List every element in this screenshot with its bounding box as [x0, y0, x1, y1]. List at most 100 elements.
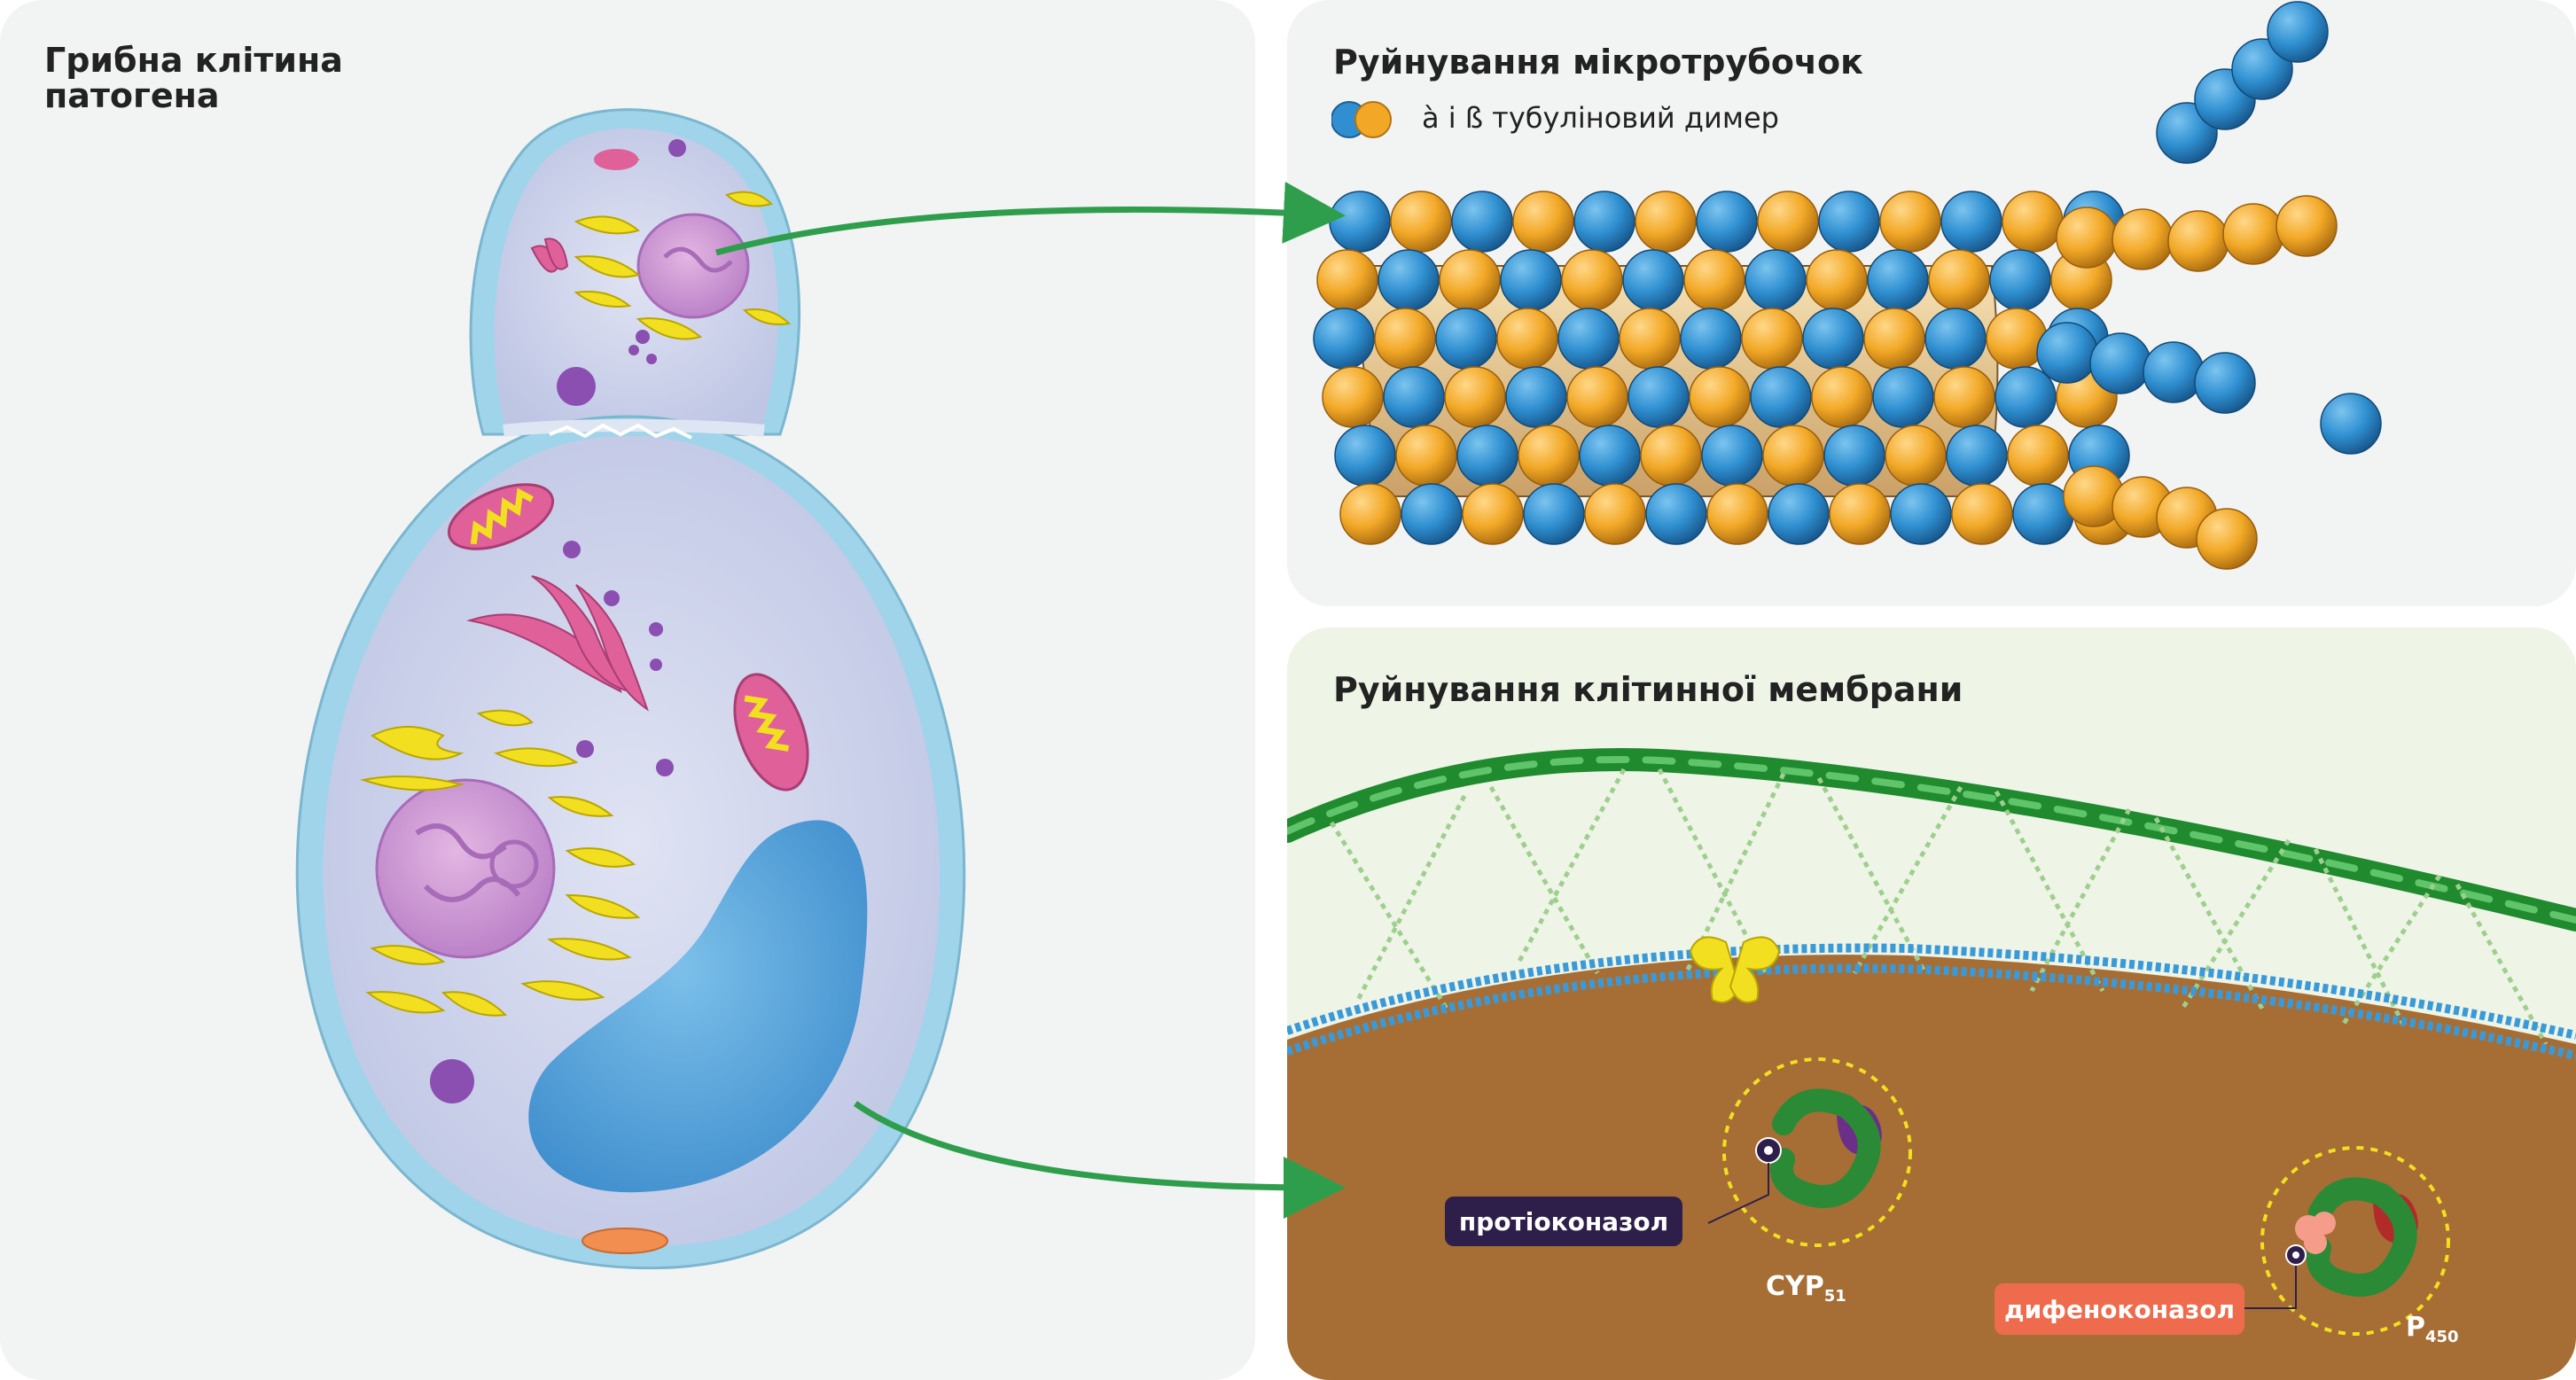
membrane-channel	[1689, 936, 1741, 1003]
alpha-tubulin	[1579, 425, 1641, 487]
p450-subscript: 450	[2425, 1328, 2459, 1346]
p450-name: P	[2406, 1312, 2425, 1343]
cytosol	[1287, 955, 2576, 1380]
alpha-tubulin	[1768, 483, 1830, 545]
fungal-cell-title: Грибна клітина патогена	[44, 43, 343, 113]
alpha-tubulin	[1989, 249, 2051, 311]
beta-tubulin	[1806, 249, 1868, 311]
beta-tubulin	[1390, 191, 1452, 253]
beta-tubulin	[1928, 249, 1990, 311]
beta-tubulin	[1863, 308, 1925, 370]
beta-tubulin	[1518, 425, 1580, 487]
beta-tubulin	[1439, 249, 1501, 311]
p450-enzyme	[2244, 1146, 2450, 1336]
alpha-tubulin	[1451, 191, 1513, 253]
alpha-tubulin	[2089, 332, 2151, 394]
depolymerizing-protofilaments	[2036, 1, 2382, 570]
beta-tubulin	[1496, 308, 1558, 370]
glucan-strands	[1329, 768, 2549, 1046]
golgi-apparatus	[466, 238, 649, 712]
microtubule-title: Руйнування мікротрубочок	[1333, 43, 1863, 82]
beta-tubulin	[1706, 483, 1768, 545]
microtubule-panel: Руйнування мікротрубочок à і ß тубулінов…	[1287, 0, 2576, 606]
endoplasmic-reticulum	[360, 152, 792, 1017]
difenoconazole-label: дифеноконазол	[1994, 1283, 2244, 1335]
beta-tubulin	[1933, 366, 1995, 428]
bud-vesicle	[557, 367, 596, 406]
fungal-cell-panel: Грибна клітина патогена	[0, 0, 1255, 1380]
beta-tubulin	[1512, 191, 1574, 253]
alpha-tubulin	[1701, 425, 1763, 487]
alpha-tubulin	[1645, 483, 1707, 545]
beta-tubulin	[1584, 483, 1646, 545]
mitochondria	[447, 149, 809, 791]
alpha-tubulin	[1628, 366, 1690, 428]
fungal-cell-title-line2: патогена	[44, 76, 220, 115]
p450-label: P450	[2406, 1312, 2459, 1346]
membrane-illustration	[1287, 748, 2576, 1380]
beta-tubulin	[2222, 203, 2284, 265]
alpha-tubulin	[2320, 393, 2382, 455]
beta-tubulin	[1444, 366, 1506, 428]
beta-tubulin	[1879, 191, 1941, 253]
cyp51-name: CYP	[1766, 1271, 1824, 1302]
vesicles	[430, 139, 686, 1103]
alpha-tubulin	[1818, 191, 1880, 253]
alpha-tubulin	[1523, 483, 1585, 545]
alpha-tubulin	[1401, 483, 1463, 545]
beta-tubulin	[2275, 195, 2338, 257]
beta-tubulin	[2167, 210, 2229, 272]
beta-tubulin	[2007, 425, 2069, 487]
alpha-tubulin	[1680, 308, 1742, 370]
alpha-tubulin	[1334, 425, 1396, 487]
alpha-tubulin	[2194, 352, 2256, 414]
beta-tubulin	[1566, 366, 1628, 428]
alpha-tubulin	[1313, 308, 1375, 370]
bud-scar	[582, 1228, 668, 1254]
beta-tubulin	[1316, 249, 1378, 311]
alpha-tubulin	[1505, 366, 1567, 428]
alpha-tubulin	[1435, 308, 1497, 370]
beta-tubulin	[1339, 483, 1401, 545]
beta-tubulin	[1885, 425, 1947, 487]
fungal-cell-title-line1: Грибна клітина	[44, 41, 343, 80]
tubulin-legend-text: тубуліновий димер	[1492, 101, 1779, 135]
alpha-tubulin	[1622, 249, 1684, 311]
beta-tubulin	[2112, 208, 2174, 270]
beta-tubulin	[1951, 483, 2013, 545]
beta-tubulin	[1683, 249, 1745, 311]
beta-tubulin	[1829, 483, 1891, 545]
tubulin-dimer-legend-icon	[1331, 101, 1392, 138]
alpha-tubulin	[1823, 425, 1885, 487]
alpha-tubulin	[1500, 249, 1562, 311]
alpha-tubulin	[1802, 308, 1864, 370]
beta-tubulin	[1462, 483, 1524, 545]
alpha-tubulin	[1872, 366, 1934, 428]
membrane-title: Руйнування клітинної мембрани	[1333, 670, 1963, 709]
microtubule-illustration	[1313, 1, 2382, 570]
beta-tubulin	[1619, 308, 1681, 370]
beta-tubulin	[1635, 191, 1697, 253]
alpha-tubulin	[1994, 366, 2057, 428]
cyp51-label: CYP51	[1766, 1271, 1846, 1306]
alpha-tubulin	[1573, 191, 1635, 253]
alpha-tubulin	[1750, 366, 1812, 428]
tubulin-lattice	[1313, 191, 2135, 545]
cyp51-enzyme	[1707, 1057, 1912, 1247]
beta-tubulin	[1741, 308, 1803, 370]
beta-tubulin	[2056, 207, 2118, 269]
beta-tubulin	[2196, 508, 2258, 570]
beta-tubulin	[1640, 425, 1702, 487]
alpha-tubulin	[1383, 366, 1445, 428]
nucleus	[375, 778, 556, 959]
alpha-tubulin	[1456, 425, 1518, 487]
alpha-tubulin	[1890, 483, 1952, 545]
alpha-tubulin	[2143, 341, 2205, 403]
septum	[503, 419, 765, 437]
plasma-membrane	[1287, 943, 2576, 1040]
fungal-cell-illustration	[295, 108, 966, 1270]
alpha-tubulin	[1946, 425, 2008, 487]
alpha-tubulin	[1924, 308, 1987, 370]
tubulin-legend-letters: à і ß	[1422, 101, 1483, 135]
alpha-tubulin	[2036, 322, 2098, 384]
